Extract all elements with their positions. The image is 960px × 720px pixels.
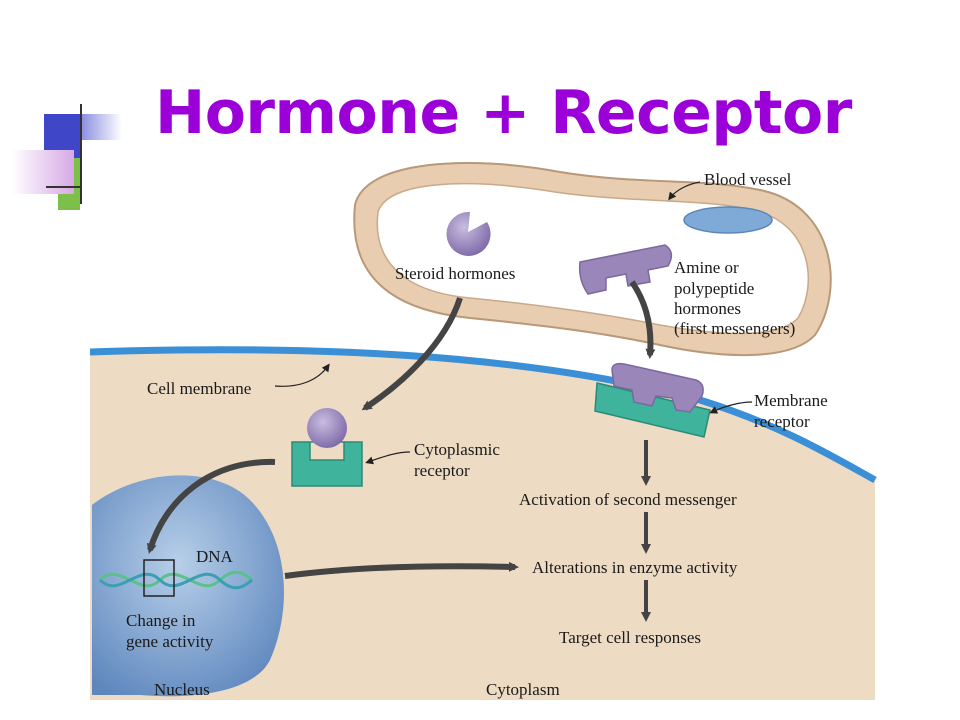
- label-cytoplasmic-receptor-1: Cytoplasmic: [414, 440, 500, 459]
- label-change-1: Change in: [126, 611, 196, 630]
- arrow-receptor-to-nucleus: [146, 458, 276, 554]
- amine-hormone: [578, 244, 673, 295]
- label-cell-membrane: Cell membrane: [147, 379, 252, 398]
- label-dna: DNA: [196, 547, 233, 566]
- dna-box: [143, 559, 175, 597]
- label-membrane-receptor-2: receptor: [754, 412, 810, 431]
- membrane-receptor-hormone: [611, 362, 704, 413]
- label-cytoplasmic-receptor-2: receptor: [414, 461, 470, 480]
- label-amine-line-3: hormones: [674, 299, 742, 318]
- label-blood-vessel: Blood vessel: [704, 170, 792, 189]
- cytoplasm-region: [90, 349, 875, 700]
- nucleus: [92, 475, 284, 697]
- cytoplasmic-receptor: [291, 441, 363, 487]
- label-amine-line-1: Amine or: [674, 258, 739, 277]
- label-target: Target cell responses: [559, 628, 702, 647]
- label-cytoplasm: Cytoplasm: [486, 680, 560, 699]
- arrow-amine-to-receptor: [629, 280, 656, 359]
- cell-membrane: [89, 346, 877, 484]
- label-amine-line-2: polypeptide: [674, 279, 755, 298]
- label-amine-line-4: (first messengers): [674, 319, 796, 338]
- dna-helix: [98, 570, 253, 590]
- leader-membrane-receptor: [709, 401, 753, 414]
- label-change-2: gene activity: [126, 632, 214, 651]
- bound-steroid-hormone: [307, 408, 347, 448]
- decor-line-vertical: [80, 104, 82, 204]
- arrow-nucleus-to-enzyme: [284, 561, 519, 579]
- leader-cell-membrane: [274, 363, 330, 387]
- steroid-hormone: [446, 211, 491, 256]
- leader-cytoplasmic-receptor: [365, 451, 411, 465]
- label-activation: Activation of second messenger: [519, 490, 737, 509]
- label-membrane-receptor-1: Membrane: [754, 391, 828, 410]
- label-steroid-hormones: Steroid hormones: [395, 264, 516, 283]
- red-blood-cell: [683, 206, 773, 234]
- leader-blood-vessel: [668, 181, 701, 201]
- arrow-steroid-to-receptor: [361, 297, 463, 411]
- label-alterations: Alterations in enzyme activity: [532, 558, 738, 577]
- decor-line-horizontal: [46, 186, 80, 188]
- slide-title: Hormone + Receptor: [155, 78, 852, 148]
- decor-square-blue-fade: [82, 114, 122, 140]
- label-nucleus: Nucleus: [154, 680, 210, 699]
